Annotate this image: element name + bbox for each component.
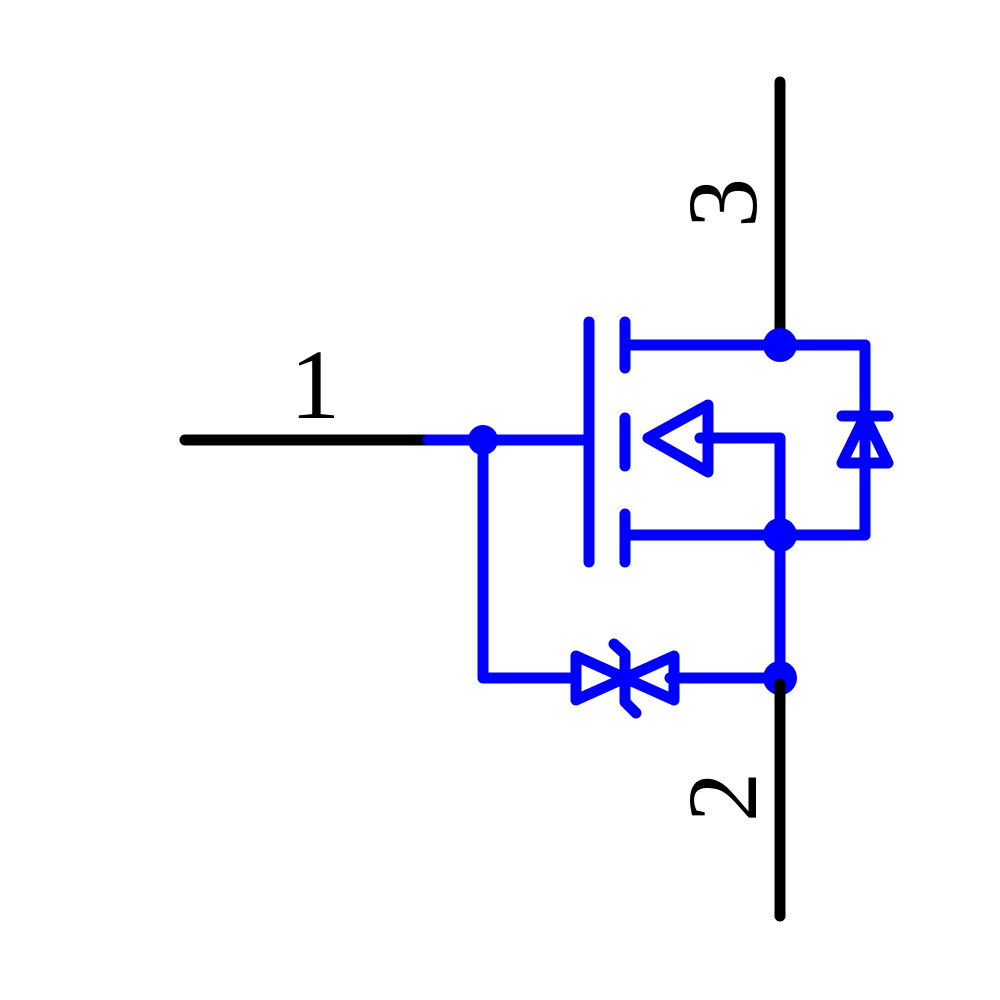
tvs-zener-icon bbox=[570, 638, 680, 719]
source-wire bbox=[664, 432, 786, 684]
pin-3-label: 3 bbox=[667, 178, 778, 228]
body-arrow-icon bbox=[642, 399, 714, 478]
pin-2-label: 2 bbox=[667, 772, 778, 822]
body-diode-icon bbox=[836, 410, 894, 469]
junction-dots bbox=[468, 328, 797, 695]
gate-wire bbox=[422, 434, 594, 684]
pin-1-label: 1 bbox=[290, 329, 340, 440]
drain-wire bbox=[619, 339, 871, 541]
